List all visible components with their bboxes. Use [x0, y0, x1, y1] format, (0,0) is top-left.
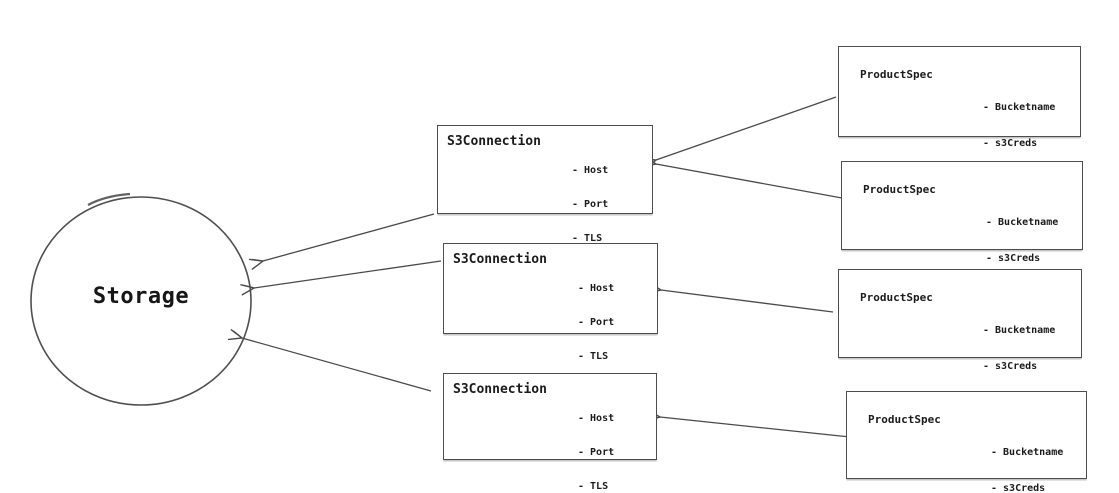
- productspec-node-3: ProductSpec - Bucketname - s3Creds: [838, 269, 1082, 372]
- attribute-item: - TLS: [578, 350, 609, 362]
- productspec-node-4: ProductSpec - Bucketname - s3Creds: [846, 391, 1087, 493]
- attribute-list: - Bucketname - s3Creds: [983, 78, 1055, 174]
- productspec-node-3-label: ProductSpec: [860, 291, 933, 304]
- productspec-node-2-label: ProductSpec: [863, 183, 936, 196]
- attribute-item: - Bucketname: [983, 102, 1056, 113]
- arrow-s3connection3-to-storage: [227, 329, 432, 392]
- attribute-item: - Host: [578, 413, 615, 425]
- arrow-productspec3-to-s3connection2: [647, 282, 834, 313]
- attribute-item: - Port: [578, 447, 615, 459]
- arrow-s3connection1-to-storage: [248, 213, 435, 270]
- s3connection-node-1: S3Connection - Host - Port - TLS: [437, 125, 653, 244]
- attribute-item: - s3Creds: [991, 483, 1046, 493]
- productspec-node-1-label: ProductSpec: [860, 68, 933, 81]
- s3connection-node-2: S3Connection - Host - Port - TLS: [443, 243, 658, 362]
- attribute-item: - Bucketname: [991, 447, 1064, 458]
- attribute-item: - Bucketname: [983, 325, 1056, 336]
- arrow-s3connection2-to-storage: [240, 260, 442, 296]
- attribute-item: - s3Creds: [983, 138, 1038, 149]
- attribute-item: - s3Creds: [986, 253, 1041, 264]
- attribute-item: - TLS: [572, 232, 603, 244]
- s3connection-node-2-label: S3Connection: [453, 252, 547, 267]
- attribute-item: - Host: [578, 283, 615, 295]
- attribute-item: - Bucketname: [986, 217, 1059, 228]
- attribute-list: - Host - Port - TLS: [578, 261, 614, 384]
- storage-circle-sketch-overlap: [87, 192, 131, 206]
- s3connection-node-3-label: S3Connection: [453, 382, 547, 397]
- attribute-list: - Bucketname - s3Creds: [986, 193, 1058, 289]
- attribute-list: - Bucketname - s3Creds: [991, 423, 1063, 493]
- attribute-list: - Bucketname - s3Creds: [983, 301, 1055, 397]
- productspec-node-1: ProductSpec - Bucketname - s3Creds: [838, 46, 1081, 149]
- s3connection-node-3: S3Connection - Host - Port - TLS: [443, 373, 657, 492]
- attribute-item: - Port: [578, 317, 615, 329]
- attribute-item: - TLS: [578, 480, 609, 492]
- attribute-list: - Host - Port - TLS: [578, 391, 614, 493]
- attribute-item: - Port: [572, 199, 609, 211]
- s3connection-node-1-label: S3Connection: [447, 134, 541, 149]
- productspec-node-4-label: ProductSpec: [868, 413, 941, 426]
- attribute-item: - Host: [572, 165, 609, 177]
- arrow-productspec4-to-s3connection3: [646, 410, 851, 438]
- arrow-productspec1-to-s3connection1: [641, 96, 837, 170]
- attribute-item: - s3Creds: [983, 361, 1038, 372]
- storage-circle: [30, 196, 252, 406]
- storage-node-label: Storage: [92, 284, 190, 309]
- productspec-node-2: ProductSpec - Bucketname - s3Creds: [841, 161, 1083, 264]
- attribute-list: - Host - Port - TLS: [572, 143, 608, 266]
- arrow-productspec2-to-s3connection1: [642, 156, 843, 199]
